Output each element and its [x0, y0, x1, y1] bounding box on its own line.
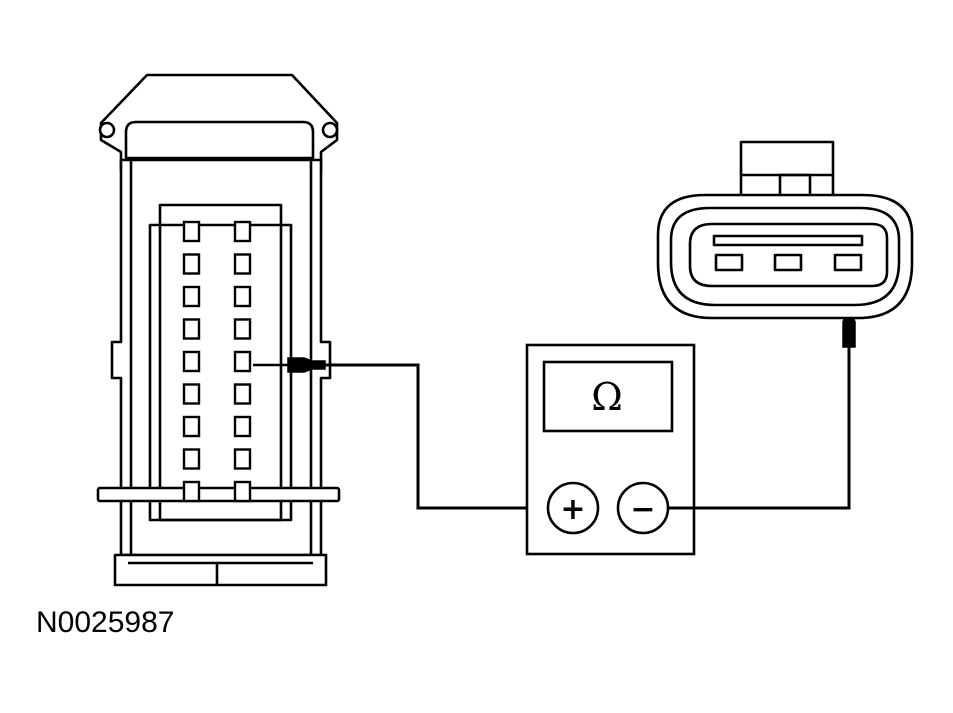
- probe-body-left: [287, 357, 326, 373]
- wire-negative: [668, 347, 851, 510]
- pin-cavities: [182, 220, 252, 503]
- pin-cavity: [233, 480, 252, 503]
- figure-id-label: N0025987: [36, 606, 175, 639]
- pin-cavity: [233, 253, 252, 275]
- pin-cavity: [233, 220, 252, 243]
- positive-label: +: [560, 492, 585, 527]
- ohmmeter: [525, 343, 696, 556]
- pin-cavity: [182, 285, 201, 308]
- connector-right-ear: [321, 121, 339, 139]
- pin-cavity: [182, 253, 201, 275]
- connector-bar: [712, 234, 864, 247]
- pin-cavity: [182, 220, 201, 243]
- connector-top-window: [124, 120, 315, 160]
- pin-cavity: [182, 448, 201, 470]
- pin-1: [714, 253, 744, 272]
- pin-cavity: [233, 318, 252, 340]
- pin-cavity: [182, 350, 201, 373]
- pin-cavity: [233, 350, 252, 373]
- connector-base: [113, 553, 328, 587]
- pin-cavity: [233, 285, 252, 308]
- three-pin-connector: [656, 140, 914, 320]
- ohm-symbol: Ω: [591, 375, 623, 419]
- pin-cavity: [233, 448, 252, 470]
- positive-lead: [253, 357, 548, 510]
- pin-cavity: [182, 383, 201, 405]
- connector-lock-tab: [739, 140, 835, 202]
- pin-2: [773, 253, 803, 272]
- negative-label: −: [630, 492, 655, 527]
- pin-cavity: [182, 318, 201, 340]
- pin-block: [158, 203, 283, 522]
- pin-cavity: [182, 480, 201, 503]
- multi-pin-connector: [96, 73, 341, 587]
- wire-positive: [325, 363, 548, 510]
- pin-cavity: [233, 415, 252, 438]
- pin-cavity: [182, 415, 201, 438]
- connector-flange: [96, 486, 341, 503]
- positive-terminal: [546, 481, 600, 535]
- connector-left-ear: [98, 121, 116, 139]
- pin-cavity: [233, 383, 252, 405]
- pin-3: [833, 253, 863, 272]
- meter-display: [542, 360, 674, 433]
